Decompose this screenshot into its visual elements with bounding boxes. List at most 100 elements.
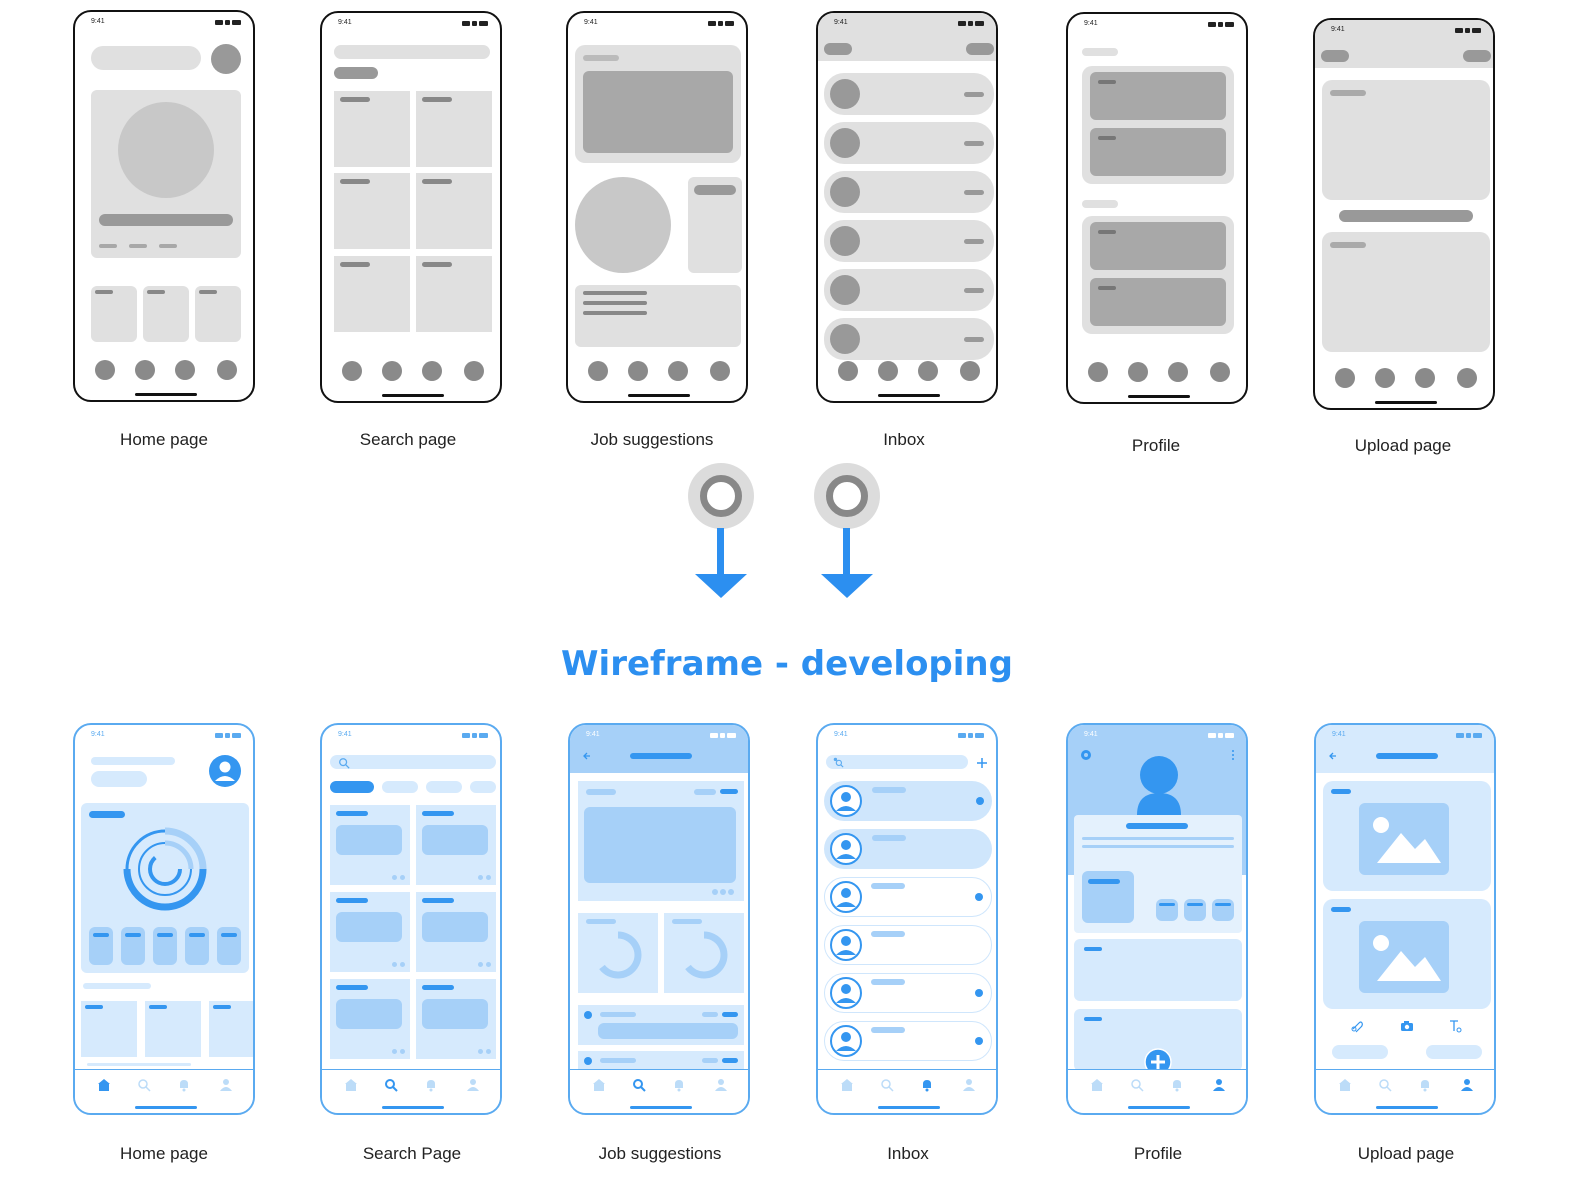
search-icon[interactable] — [880, 1078, 894, 1092]
status-icons — [215, 20, 241, 25]
upload-card — [1322, 232, 1490, 352]
status-icons — [708, 21, 734, 26]
grey-label-home: Home page — [120, 430, 208, 449]
section-title: Wireframe - developing — [561, 644, 1013, 684]
grid-tile — [416, 91, 492, 167]
grey-search-phone: 9:41 — [320, 11, 502, 403]
connector-ring-icon — [688, 463, 754, 529]
gear-icon[interactable] — [1080, 749, 1092, 761]
grid-tile — [334, 173, 410, 249]
user-icon[interactable] — [962, 1078, 976, 1092]
plus-icon[interactable] — [974, 755, 990, 771]
section-card — [1082, 66, 1234, 184]
message-row[interactable] — [824, 925, 992, 965]
section-label — [1082, 200, 1118, 208]
bell-icon[interactable] — [424, 1078, 438, 1092]
back-arrow-icon[interactable] — [1328, 751, 1338, 761]
search-icon[interactable] — [1130, 1078, 1144, 1092]
search-icon[interactable] — [632, 1078, 646, 1092]
home-icon[interactable] — [840, 1078, 854, 1092]
header-left-pill — [1321, 50, 1349, 62]
bottom-nav — [818, 361, 996, 383]
home-icon[interactable] — [1338, 1078, 1352, 1092]
bell-icon[interactable] — [177, 1078, 191, 1092]
message-row[interactable] — [824, 973, 992, 1013]
bottom-nav — [1068, 362, 1246, 384]
stat-tile — [664, 913, 744, 993]
job-row[interactable] — [578, 1005, 744, 1045]
status-time: 9:41 — [91, 731, 105, 738]
search-input[interactable] — [826, 755, 968, 769]
status-time: 9:41 — [834, 731, 848, 738]
section-label — [83, 983, 151, 989]
profile-section — [1074, 939, 1242, 1001]
hero-card — [91, 90, 241, 258]
filter-chip[interactable] — [470, 781, 496, 793]
message-row — [824, 171, 994, 213]
bell-icon[interactable] — [1418, 1078, 1432, 1092]
search-icon[interactable] — [384, 1078, 398, 1092]
user-icon[interactable] — [714, 1078, 728, 1092]
bell-icon[interactable] — [1170, 1078, 1184, 1092]
avatar-user-icon[interactable] — [209, 755, 241, 787]
job-row[interactable] — [578, 1051, 744, 1073]
image-icon — [1359, 803, 1449, 875]
divider-pill — [1339, 210, 1473, 222]
image-upload-slot[interactable] — [1323, 899, 1491, 1009]
message-row[interactable] — [824, 781, 992, 821]
blue-label-search: Search Page — [362, 1144, 462, 1163]
grey-label-search: Search page — [359, 430, 457, 449]
user-icon[interactable] — [1460, 1078, 1474, 1092]
side-card — [688, 177, 742, 273]
status-icons — [1208, 22, 1234, 27]
tile — [145, 1001, 201, 1057]
attach-icon[interactable] — [1350, 1019, 1364, 1033]
home-indicator — [878, 394, 940, 397]
grid-tile[interactable] — [416, 805, 496, 885]
grid-tile[interactable] — [330, 892, 410, 972]
home-icon[interactable] — [344, 1078, 358, 1092]
tile — [143, 286, 189, 342]
grid-tile[interactable] — [330, 979, 410, 1059]
bell-icon[interactable] — [672, 1078, 686, 1092]
featured-card — [575, 45, 741, 163]
message-row[interactable] — [824, 1021, 992, 1061]
action-pill[interactable] — [1426, 1045, 1482, 1059]
message-row[interactable] — [824, 829, 992, 869]
featured-card[interactable] — [578, 781, 744, 901]
filter-chip-active[interactable] — [330, 781, 374, 793]
chart-circle — [575, 177, 671, 273]
filter-chip[interactable] — [382, 781, 418, 793]
status-time: 9:41 — [586, 731, 600, 738]
user-icon[interactable] — [466, 1078, 480, 1092]
grid-tile[interactable] — [416, 892, 496, 972]
bell-icon[interactable] — [920, 1078, 934, 1092]
donut-chart-icon — [123, 827, 207, 911]
grid-tile — [334, 91, 410, 167]
image-upload-slot[interactable] — [1323, 781, 1491, 891]
user-icon[interactable] — [219, 1078, 233, 1092]
back-arrow-icon[interactable] — [582, 751, 592, 761]
message-row[interactable] — [824, 877, 992, 917]
grey-profile-phone: 9:41 — [1066, 12, 1248, 404]
filter-chip[interactable] — [426, 781, 462, 793]
greeting-line — [91, 757, 175, 765]
more-icon[interactable] — [1230, 749, 1236, 761]
home-icon[interactable] — [592, 1078, 606, 1092]
camera-icon[interactable] — [1400, 1019, 1414, 1033]
status-time: 9:41 — [338, 731, 352, 738]
grid-tile[interactable] — [330, 805, 410, 885]
search-icon[interactable] — [1378, 1078, 1392, 1092]
home-icon[interactable] — [97, 1078, 111, 1092]
home-icon[interactable] — [1090, 1078, 1104, 1092]
header-title-bar — [1376, 753, 1438, 759]
user-icon[interactable] — [1212, 1078, 1226, 1092]
text-format-icon[interactable] — [1448, 1019, 1462, 1033]
home-indicator — [382, 394, 444, 397]
search-icon[interactable] — [137, 1078, 151, 1092]
blue-label-inbox: Inbox — [887, 1144, 929, 1163]
grid-tile — [416, 256, 492, 332]
grid-tile[interactable] — [416, 979, 496, 1059]
action-pill[interactable] — [1332, 1045, 1388, 1059]
search-input[interactable] — [330, 755, 496, 769]
